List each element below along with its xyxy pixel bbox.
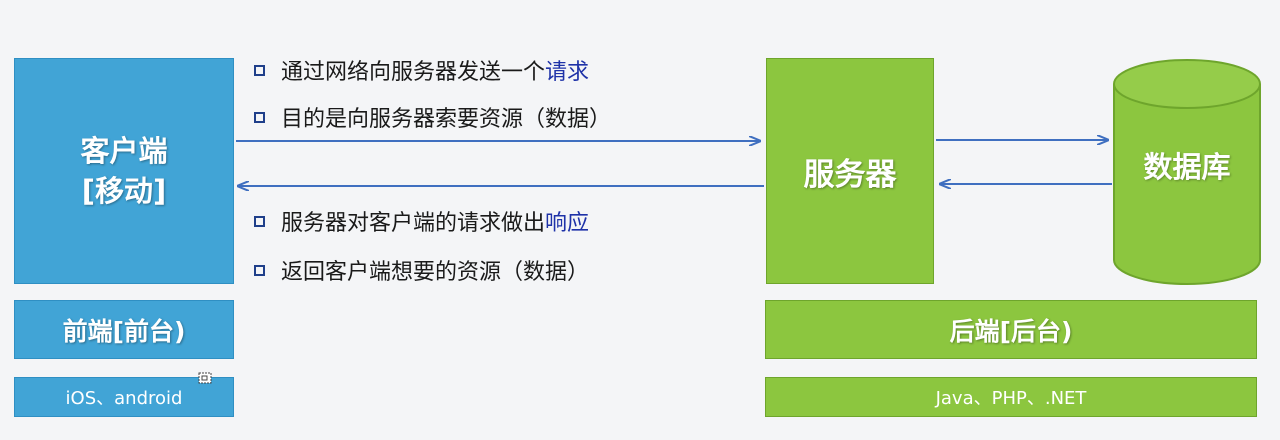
request-line1-text: 通过网络向服务器发送一个 xyxy=(281,60,546,85)
frontend-tech-label: iOS、android xyxy=(65,388,183,409)
cursor-icon xyxy=(198,372,212,384)
server-box: 服务器 xyxy=(766,58,934,284)
client-box: 客户端 [移动] xyxy=(14,58,234,284)
database-icon xyxy=(1113,59,1261,285)
bullet-square-icon xyxy=(254,264,265,276)
request-highlight: 请求 xyxy=(545,60,590,85)
response-bullet-1: 服务器对客户端的请求做出响应 xyxy=(254,205,589,237)
frontend-tech-box: iOS、android xyxy=(14,377,234,417)
response-line2-text: 返回客户端想要的资源（数据） xyxy=(281,260,590,285)
database-cylinder: 数据库 xyxy=(1112,58,1262,288)
bullet-square-icon xyxy=(254,215,265,227)
frontend-box: 前端[前台) xyxy=(14,300,234,359)
response-bullet-2: 返回客户端想要的资源（数据） xyxy=(254,254,589,286)
client-title: 客户端 xyxy=(80,134,168,168)
response-line1-text: 服务器对客户端的请求做出 xyxy=(281,211,546,236)
backend-label: 后端[后台) xyxy=(949,316,1073,346)
client-subtitle: [移动] xyxy=(81,174,167,208)
backend-tech-label: Java、PHP、.NET xyxy=(935,388,1087,409)
request-bullet-2: 目的是向服务器索要资源（数据） xyxy=(254,101,611,133)
request-bullet-1: 通过网络向服务器发送一个请求 xyxy=(254,54,589,86)
server-label: 服务器 xyxy=(803,156,897,193)
request-line2-text: 目的是向服务器索要资源（数据） xyxy=(281,107,612,132)
bullet-square-icon xyxy=(254,111,265,123)
backend-box: 后端[后台) xyxy=(765,300,1257,359)
response-highlight: 响应 xyxy=(545,211,590,236)
frontend-label: 前端[前台) xyxy=(62,316,186,346)
database-label: 数据库 xyxy=(1143,150,1231,184)
backend-tech-box: Java、PHP、.NET xyxy=(765,377,1257,417)
bullet-square-icon xyxy=(254,64,265,76)
